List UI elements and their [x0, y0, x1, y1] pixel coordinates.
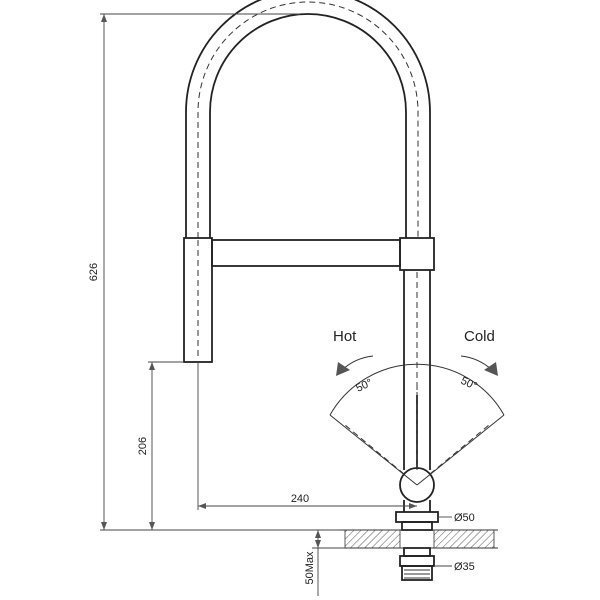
deck-thickness-label: 50Max: [304, 551, 316, 585]
height-dimension-label: 626: [88, 263, 100, 281]
cold-label: Cold: [464, 328, 495, 345]
height-dimension: [100, 13, 340, 531]
cold-arrow-icon: [460, 355, 498, 376]
handle-lever: [329, 363, 505, 503]
cold-angle-label: 50°: [459, 375, 479, 393]
hot-arrow-icon: [336, 355, 374, 376]
deck-thickness-dimension: [312, 530, 345, 596]
hole-diameter-label: Ø35: [454, 561, 475, 573]
faucet-body: [395, 237, 439, 523]
connecting-bar: [211, 239, 401, 267]
spray-head-sleeve: [183, 237, 213, 363]
spout-height-dimension-label: 206: [137, 437, 149, 455]
gooseneck-spout: [185, 0, 431, 238]
reach-dimension-label: 240: [291, 493, 309, 505]
mounting-shank: [399, 521, 435, 581]
hot-label: Hot: [333, 328, 357, 345]
hot-angle-label: 50°: [354, 377, 374, 395]
reach-dimension: [197, 362, 417, 510]
countertop: [340, 529, 498, 549]
base-diameter-label: Ø50: [454, 512, 475, 524]
spout-height-dimension: [148, 361, 184, 530]
